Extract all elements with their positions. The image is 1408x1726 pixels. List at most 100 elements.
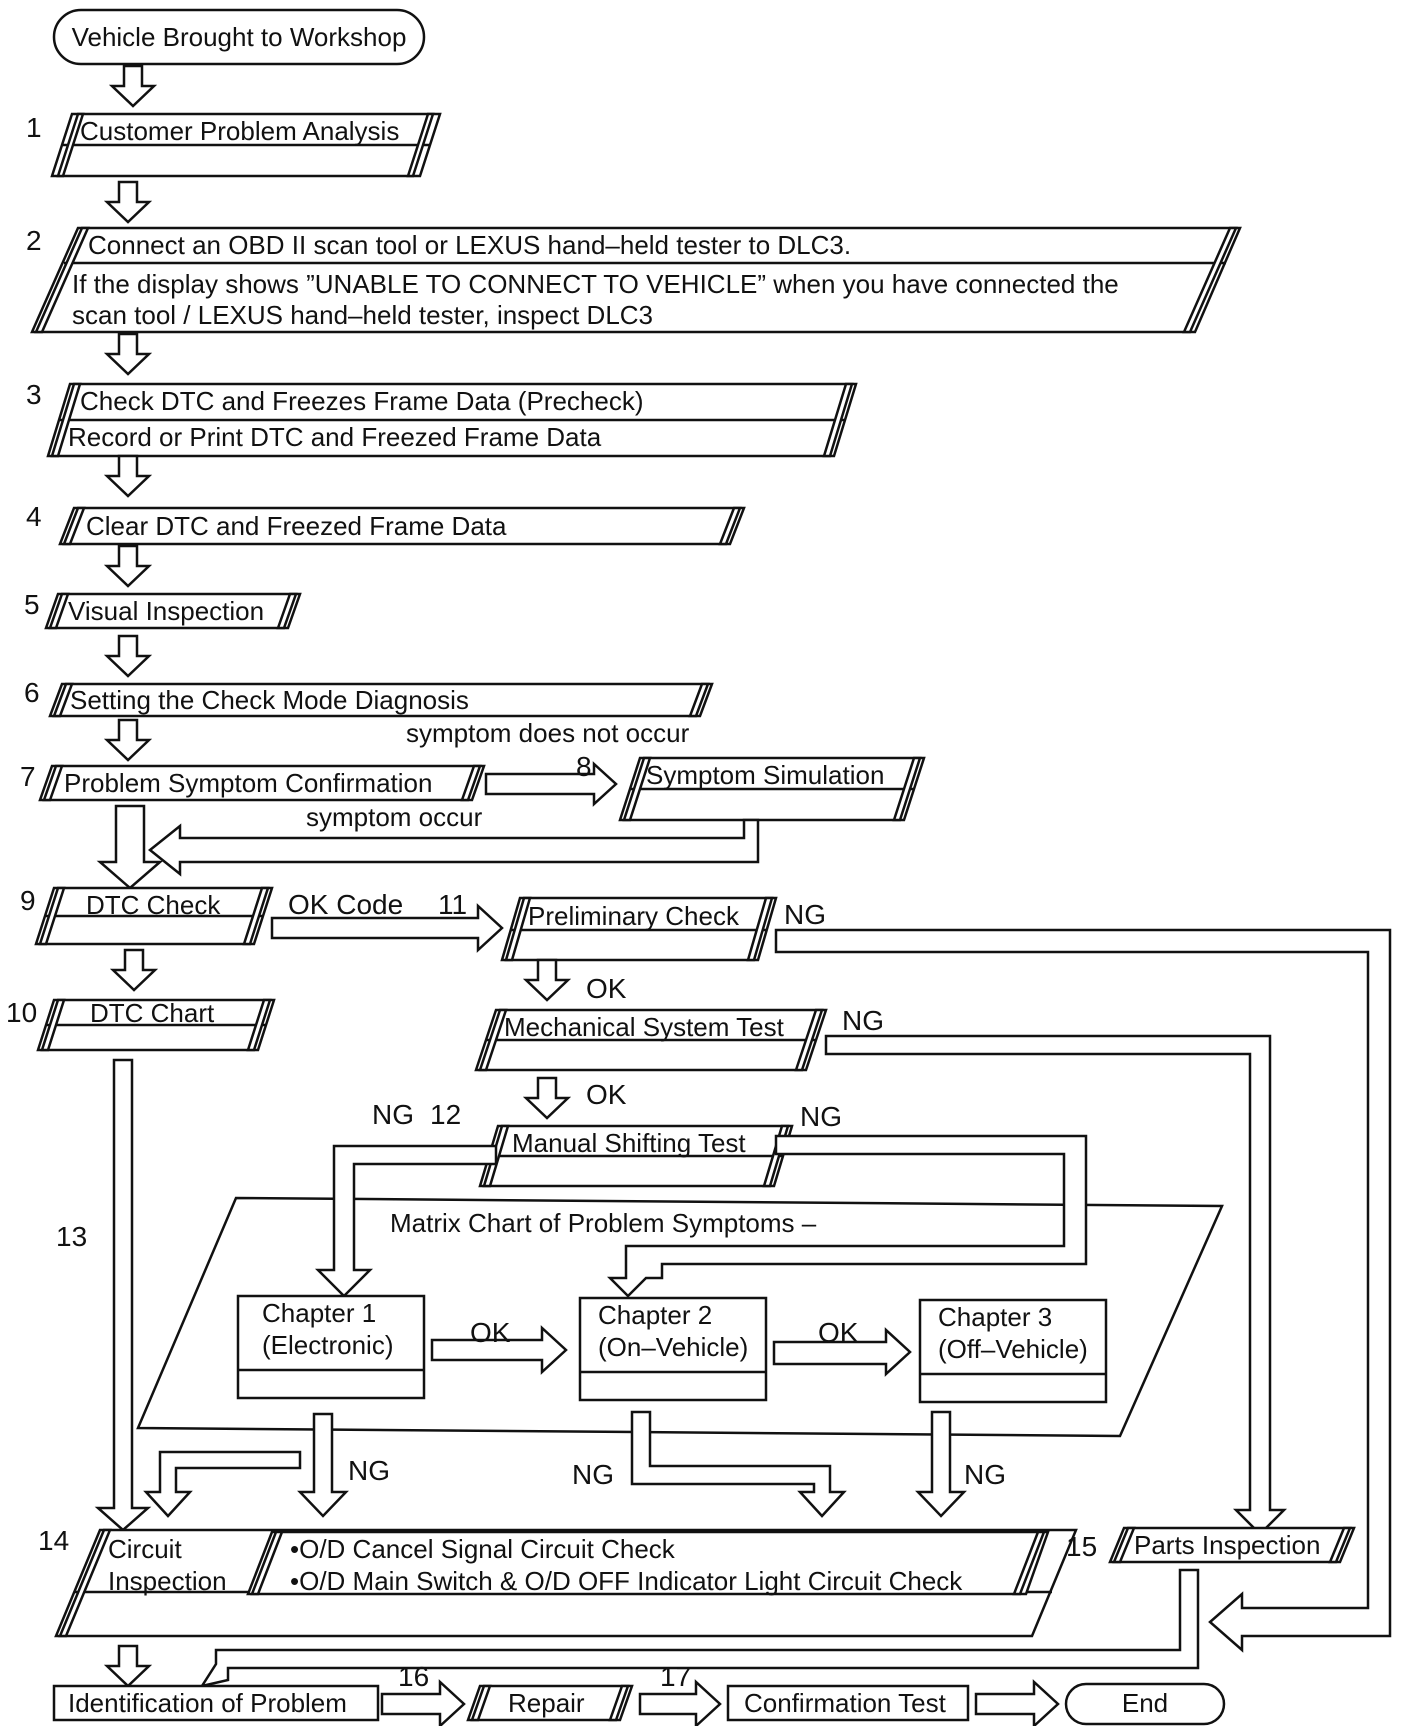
chapter-2-line-1: Chapter 2 [598,1300,712,1330]
step-14-circuit-inspection: 14 Circuit Inspection •O/D Cancel Signal… [38,1525,1078,1638]
step-number: 9 [20,885,36,916]
chapter-1-line-2: (Electronic) [262,1330,393,1360]
step-number: 3 [26,379,42,410]
step-number: 13 [56,1221,87,1252]
end-label: End [1122,1688,1168,1718]
chapter-3-line-2: (Off–Vehicle) [938,1334,1088,1364]
down-arrow-icon [105,634,151,678]
step-number: 5 [24,589,40,620]
ok-label: OK [586,1079,627,1110]
ok-label: OK [470,1317,511,1348]
step-number: 4 [26,501,42,532]
end-terminal: End [1064,1682,1226,1726]
identification-of-problem: Identification of Problem [52,1684,380,1722]
step-number: 7 [20,761,36,792]
down-arrow-icon [105,544,151,588]
step-number: 1 [26,112,42,143]
down-arrow-icon [105,1644,151,1688]
start-label: Vehicle Brought to Workshop [72,22,407,52]
step-number: 10 [6,997,37,1028]
right-arrow-icon [270,903,504,953]
ng-label: NG [800,1101,842,1132]
chapter-1-electronic: Chapter 1 (Electronic) [236,1294,426,1400]
chapter-2-on-vehicle: Chapter 2 (On–Vehicle) [578,1296,768,1402]
step-3-check-dtc: 3 Check DTC and Freezes Frame Data (Prec… [26,379,858,458]
step-number: 15 [1066,1531,1097,1562]
ng-route-arrow-icon [774,928,1392,1653]
step-11-label: Preliminary Check [528,901,740,931]
step-number: 2 [26,225,42,256]
step-7-label: Problem Symptom Confirmation [64,768,432,798]
step-1-label: Customer Problem Analysis [80,116,399,146]
repair-label: Repair [508,1688,585,1718]
right-arrow-icon [380,1679,466,1726]
ok-label: OK [818,1317,859,1348]
right-arrow-icon [430,1325,568,1375]
matrix-title: Matrix Chart of Problem Symptoms – [390,1208,817,1238]
step-3-line-1: Check DTC and Freezes Frame Data (Preche… [80,386,644,416]
chapter-2-line-2: (On–Vehicle) [598,1332,748,1362]
ng-route-arrow-icon [630,1410,847,1518]
symptom-not-occur-label: symptom does not occur [406,718,690,748]
ng-label: NG [348,1455,390,1486]
ng-label: NG [572,1459,614,1490]
step-11-preliminary-check: Preliminary Check [500,896,778,962]
step-2-line-3: scan tool / LEXUS hand–held tester, insp… [72,300,653,330]
ng-label: NG [784,899,826,930]
mechanical-system-test: Mechanical System Test [474,1008,828,1072]
step-number: 6 [24,677,40,708]
step-7-problem-symptom-confirmation: 7 Problem Symptom Confirmation [20,761,486,802]
right-arrow-icon [772,1327,912,1377]
ng-route-arrow-icon [314,1144,498,1298]
step-3-line-2: Record or Print DTC and Freezed Frame Da… [68,422,602,452]
chapter-1-line-1: Chapter 1 [262,1298,376,1328]
step-6-check-mode-diagnosis: 6 Setting the Check Mode Diagnosis [24,677,714,718]
step-number: 12 [430,1099,461,1130]
step-5-visual-inspection: 5 Visual Inspection [24,589,302,630]
step-9-dtc-check: 9 DTC Check [20,885,274,946]
repair: Repair [466,1684,634,1722]
down-arrow-icon [105,454,151,498]
ng-route-arrow-icon [606,1134,1088,1298]
step-8-symptom-simulation: Symptom Simulation [618,756,926,822]
ng-label: NG [842,1005,884,1036]
down-arrow-icon [524,1076,570,1120]
down-arrow-icon [110,64,156,108]
step-9-label: DTC Check [86,890,221,920]
down-arrow-icon [297,1412,349,1518]
circuit-label-line-2: Inspection [108,1566,227,1596]
ng-route-arrow-icon [824,1034,1288,1536]
down-arrow-icon [105,180,151,224]
step-2-line-1: Connect an OBD II scan tool or LEXUS han… [88,230,851,260]
step-6-label: Setting the Check Mode Diagnosis [70,685,469,715]
ok-code-label: OK Code [288,889,403,920]
confirmation-label: Confirmation Test [744,1688,947,1718]
right-arrow-icon [484,761,618,807]
chapter-3-off-vehicle: Chapter 3 (Off–Vehicle) [918,1298,1108,1404]
mechanical-system-test-label: Mechanical System Test [504,1012,785,1042]
return-arrow-icon [147,818,760,877]
ng-label: NG [964,1459,1006,1490]
step-4-clear-dtc: 4 Clear DTC and Freezed Frame Data [26,501,746,546]
step-5-label: Visual Inspection [68,596,264,626]
step-number: 16 [398,1661,429,1692]
step-8-label: Symptom Simulation [646,760,884,790]
step-number: 17 [660,1661,691,1692]
step-12-manual-shifting-test: Manual Shifting Test [478,1124,794,1188]
down-arrow-icon [105,332,151,376]
symptom-occur-label: symptom occur [306,802,483,832]
step-number: 11 [438,889,467,920]
circuit-label-line-1: Circuit [108,1534,182,1564]
circuit-check-item-1: •O/D Cancel Signal Circuit Check [290,1534,676,1564]
step-12-label: Manual Shifting Test [512,1128,746,1158]
step-2-line-2: If the display shows ”UNABLE TO CONNECT … [72,269,1119,299]
identification-label: Identification of Problem [68,1688,347,1718]
down-arrow-icon [915,1410,967,1518]
right-arrow-icon [638,1679,722,1726]
ng-route-arrow-icon [143,1450,302,1518]
chapter-3-line-1: Chapter 3 [938,1302,1052,1332]
down-arrow-icon [96,804,164,890]
step-number: 14 [38,1525,69,1556]
step-10-label: DTC Chart [90,998,215,1028]
